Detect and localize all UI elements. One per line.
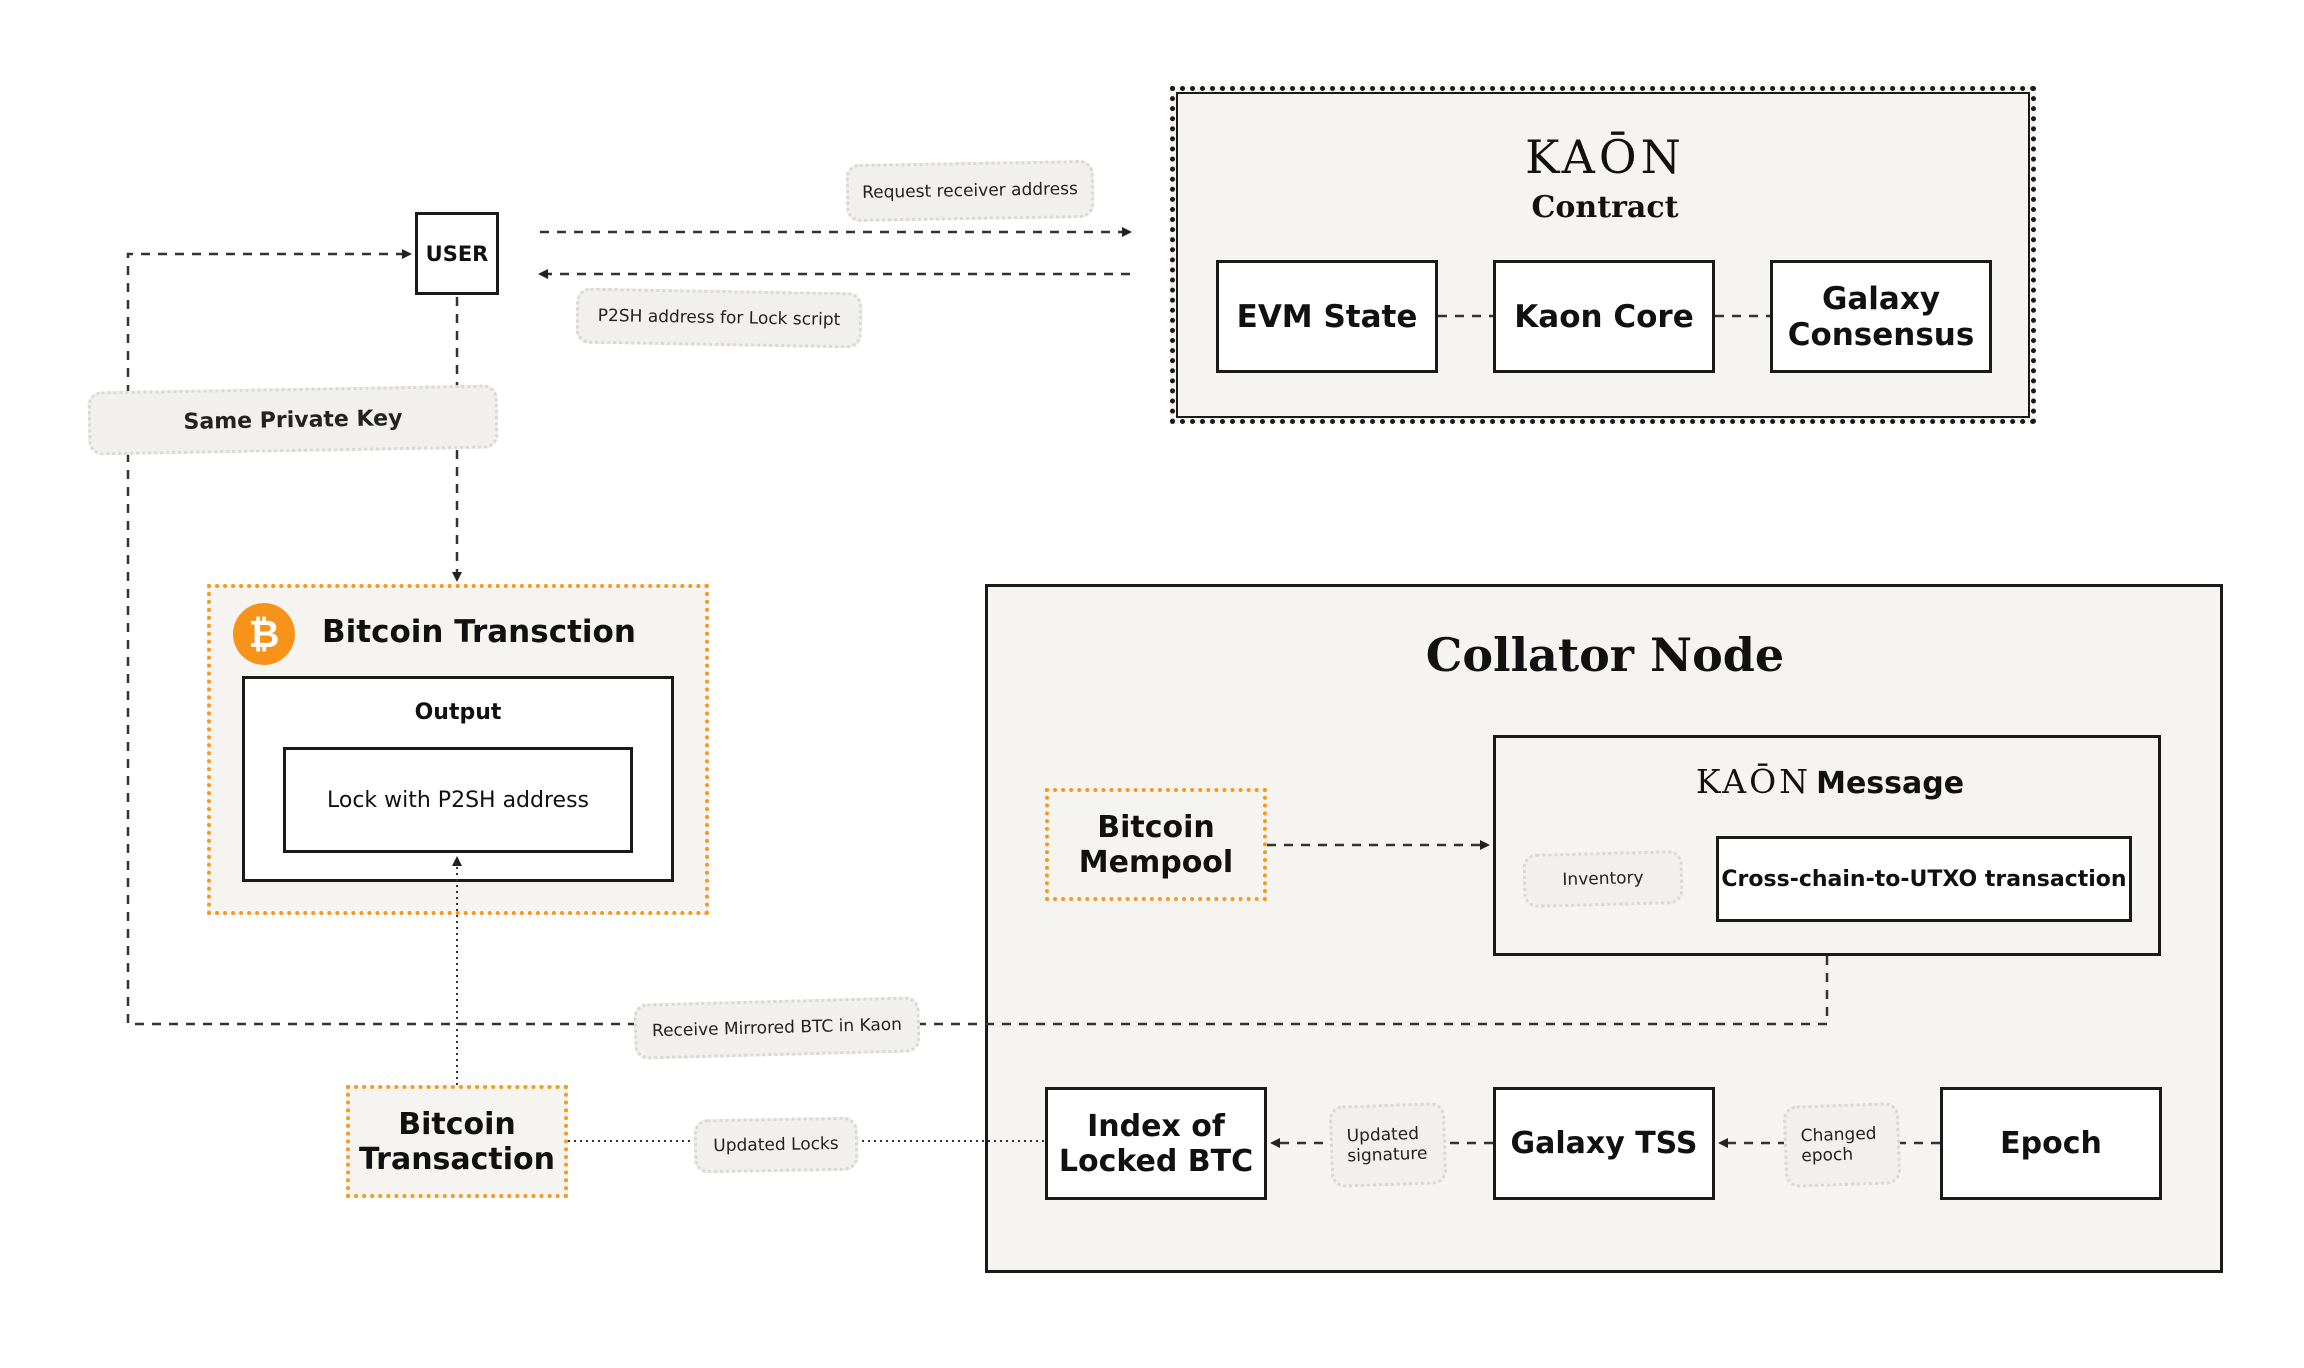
receive-mirrored-pill: Receive Mirrored BTC in Kaon [633, 996, 921, 1060]
epoch-box: Epoch [1940, 1087, 2162, 1200]
message-brand: KAŌN [1695, 762, 1811, 801]
p2sh-lock-pill: P2SH address for Lock script [575, 287, 863, 349]
changed-epoch-pill: Changed epoch [1782, 1102, 1902, 1188]
galaxy-tss-box: Galaxy TSS [1493, 1087, 1715, 1200]
updated-locks-pill: Updated Locks [693, 1116, 859, 1174]
cross-chain-label: Cross-chain-to-UTXO transaction [1721, 866, 2127, 892]
collator-title: Collator Node [1425, 628, 1785, 682]
receive-mirrored-line [126, 249, 1829, 1026]
lock-p2sh-label: Lock with P2SH address [326, 787, 590, 813]
message-label: Message [1816, 766, 1965, 801]
index-locked-label: Index of Locked BTC [1058, 1108, 1254, 1179]
same-private-key-pill: Same Private Key [87, 384, 499, 456]
output-label: Output [414, 700, 502, 725]
lock-p2sh-box: Lock with P2SH address [283, 747, 633, 853]
galaxy-consensus-box: Galaxy Consensus [1770, 260, 1992, 373]
cross-chain-box: Cross-chain-to-UTXO transaction [1716, 836, 2132, 922]
galaxy-consensus-label: Galaxy Consensus [1787, 280, 1975, 353]
user-box: USER [415, 212, 499, 295]
bitcoin-icon: ₿ [233, 603, 295, 665]
bitcoin-mempool-label: Bitcoin Mempool [1078, 809, 1234, 880]
evm-state-box: EVM State [1216, 260, 1438, 373]
kaon-core-box: Kaon Core [1493, 260, 1715, 373]
updated-signature-pill: Updated signature [1328, 1102, 1448, 1188]
kaon-core-label: Kaon Core [1514, 298, 1694, 335]
bitcoin-transaction-label: Bitcoin Transaction [358, 1106, 556, 1177]
bitcoin-tx-title: Bitcoin Transction [322, 614, 636, 650]
galaxy-tss-label: Galaxy TSS [1510, 1126, 1698, 1161]
bitcoin-mempool-box: Bitcoin Mempool [1045, 788, 1267, 901]
kaon-message-header: KAŌN Message [1600, 762, 2060, 801]
user-label: USER [425, 241, 489, 266]
request-receiver-pill: Request receiver address [845, 159, 1095, 223]
bitcoin-transaction-box: Bitcoin Transaction [346, 1085, 568, 1198]
evm-state-label: EVM State [1236, 298, 1418, 335]
index-locked-box: Index of Locked BTC [1045, 1087, 1267, 1200]
epoch-label: Epoch [2000, 1126, 2102, 1161]
contract-title: Contract [1531, 190, 1679, 225]
contract-brand: KAŌN [1525, 130, 1685, 184]
